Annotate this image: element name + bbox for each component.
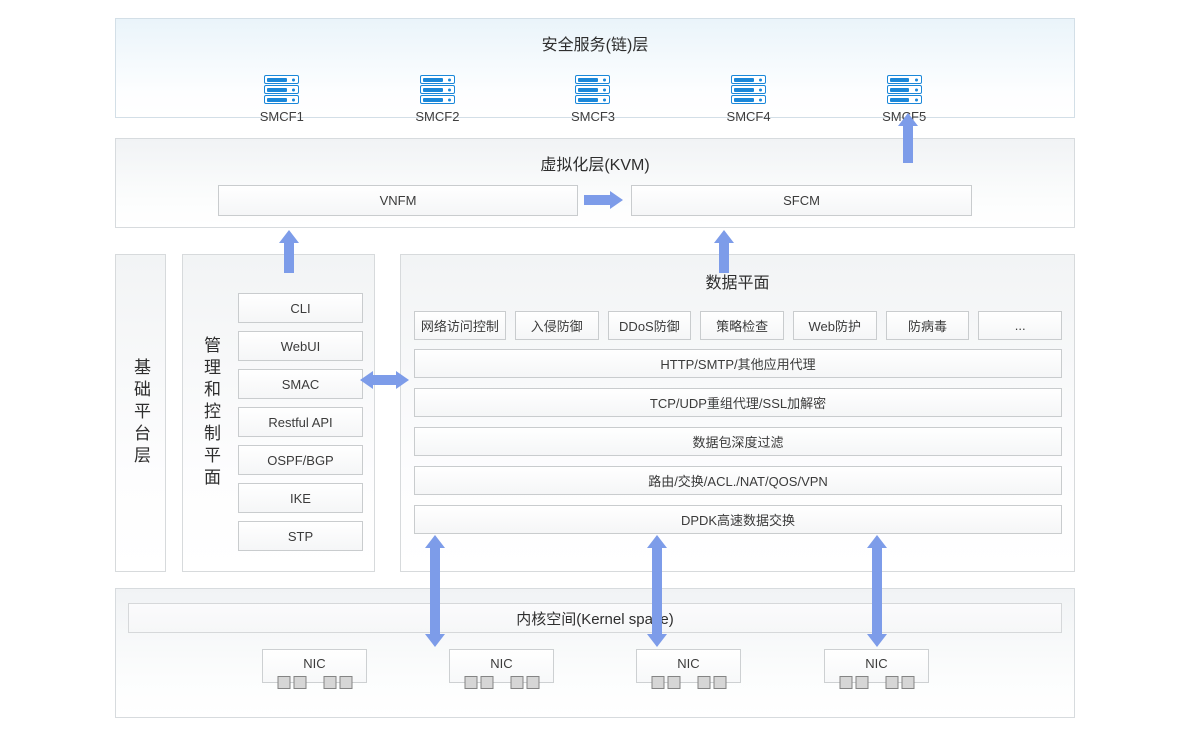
nic-label: NIC <box>677 656 700 671</box>
function-box: ... <box>978 311 1062 340</box>
function-box: 策略检查 <box>700 311 784 340</box>
module-box: Restful API <box>238 407 363 437</box>
nic-ports <box>651 676 726 689</box>
nic-port-icon <box>526 676 539 689</box>
nic-port-icon <box>464 676 477 689</box>
management-plane-label: 管理和控制平面 <box>201 336 220 490</box>
arrow-up-management-to-vnfm-icon <box>279 230 299 273</box>
nic-port-icon <box>277 676 290 689</box>
stack-layer-row: 数据包深度过滤 <box>414 427 1062 456</box>
server-item: SMCF4 <box>671 74 827 124</box>
data-plane-stack: HTTP/SMTP/其他应用代理 TCP/UDP重组代理/SSL加解密 数据包深… <box>414 349 1062 534</box>
function-box: 网络访问控制 <box>414 311 506 340</box>
vnfm-box: VNFM <box>218 185 578 216</box>
nic-port-icon <box>667 676 680 689</box>
stack-layer-row: DPDK高速数据交换 <box>414 505 1062 534</box>
arrow-bidir-dataplane-kernel-3-icon <box>867 535 887 647</box>
nic-box: NIC <box>824 649 929 689</box>
arrow-bidir-smac-dataplane-icon <box>360 370 409 389</box>
security-service-layer: 安全服务(链)层 SMCF1 SMCF2 <box>115 18 1075 124</box>
base-platform-label: 基础平台层 <box>131 358 150 468</box>
security-layer-title: 安全服务(链)层 <box>541 37 649 54</box>
nic-ports <box>277 676 352 689</box>
data-plane-title: 数据平面 <box>705 275 770 292</box>
module-box: CLI <box>238 293 363 323</box>
server-icon <box>419 74 455 105</box>
stack-layer-row: 路由/交换/ACL./NAT/QOS/VPN <box>414 466 1062 495</box>
nic-port-icon <box>651 676 664 689</box>
arrow-bidir-dataplane-kernel-1-icon <box>425 535 445 647</box>
nic-label: NIC <box>865 656 888 671</box>
nic-port-icon <box>293 676 306 689</box>
server-label: SMCF4 <box>726 109 771 124</box>
module-box: STP <box>238 521 363 551</box>
nic-port-icon <box>855 676 868 689</box>
arrow-bidir-dataplane-kernel-2-icon <box>647 535 667 647</box>
server-item: SMCF3 <box>515 74 671 124</box>
nic-port-icon <box>885 676 898 689</box>
function-box: Web防护 <box>792 311 877 340</box>
arrow-right-vnfm-to-sfcm-icon <box>584 190 623 209</box>
stack-layer-row: TCP/UDP重组代理/SSL加解密 <box>414 388 1062 417</box>
server-item: SMCF2 <box>360 74 516 124</box>
nic-port-icon <box>323 676 336 689</box>
kernel-space-bar: 内核空间(Kernel space) <box>128 603 1062 633</box>
function-box: 入侵防御 <box>514 311 599 340</box>
management-control-plane: 管理和控制平面 CLI WebUI SMAC Restful API OSPF/… <box>182 254 375 572</box>
nic-label: NIC <box>490 656 513 671</box>
function-box: 防病毒 <box>885 311 970 340</box>
module-box: IKE <box>238 483 363 513</box>
nic-ports <box>464 676 539 689</box>
nic-port-icon <box>697 676 710 689</box>
nic-box: NIC <box>636 649 741 689</box>
nic-port-icon <box>901 676 914 689</box>
nic-box: NIC <box>449 649 554 689</box>
arrow-up-sfcm-to-smcf5-icon <box>898 113 918 163</box>
server-label: SMCF1 <box>259 109 304 124</box>
module-box: WebUI <box>238 331 363 361</box>
virtualization-layer-title: 虚拟化层(KVM) <box>540 157 650 174</box>
virtualization-layer: 虚拟化层(KVM) VNFM SFCM <box>115 138 1075 228</box>
server-icon <box>886 74 922 105</box>
server-icon <box>264 74 300 105</box>
arrow-up-dataplane-to-sfcm-icon <box>714 230 734 273</box>
nic-box: NIC <box>262 649 367 689</box>
module-box: OSPF/BGP <box>238 445 363 475</box>
data-plane: 数据平面 网络访问控制 入侵防御 DDoS防御 策略检查 Web防护 防病毒 .… <box>400 254 1075 572</box>
nic-port-icon <box>339 676 352 689</box>
kernel-space-section: 内核空间(Kernel space) NIC NIC NIC NIC <box>115 588 1075 718</box>
server-label: SMCF2 <box>415 109 460 124</box>
nic-port-icon <box>713 676 726 689</box>
server-item: SMCF1 <box>204 74 360 124</box>
base-platform-layer: 基础平台层 <box>115 254 166 572</box>
security-function-row: 网络访问控制 入侵防御 DDoS防御 策略检查 Web防护 防病毒 ... <box>414 311 1062 340</box>
nic-label: NIC <box>303 656 326 671</box>
module-box: SMAC <box>238 369 363 399</box>
nic-port-icon <box>510 676 523 689</box>
server-row: SMCF1 SMCF2 SMCF3 <box>204 74 982 124</box>
function-box: DDoS防御 <box>607 311 692 340</box>
nic-ports <box>839 676 914 689</box>
server-label: SMCF3 <box>570 109 616 124</box>
server-icon <box>731 74 767 105</box>
sfcm-box: SFCM <box>631 185 972 216</box>
stack-layer-row: HTTP/SMTP/其他应用代理 <box>414 349 1062 378</box>
server-icon <box>575 74 611 105</box>
management-module-list: CLI WebUI SMAC Restful API OSPF/BGP IKE … <box>238 293 363 551</box>
nic-port-icon <box>839 676 852 689</box>
nic-port-icon <box>480 676 493 689</box>
